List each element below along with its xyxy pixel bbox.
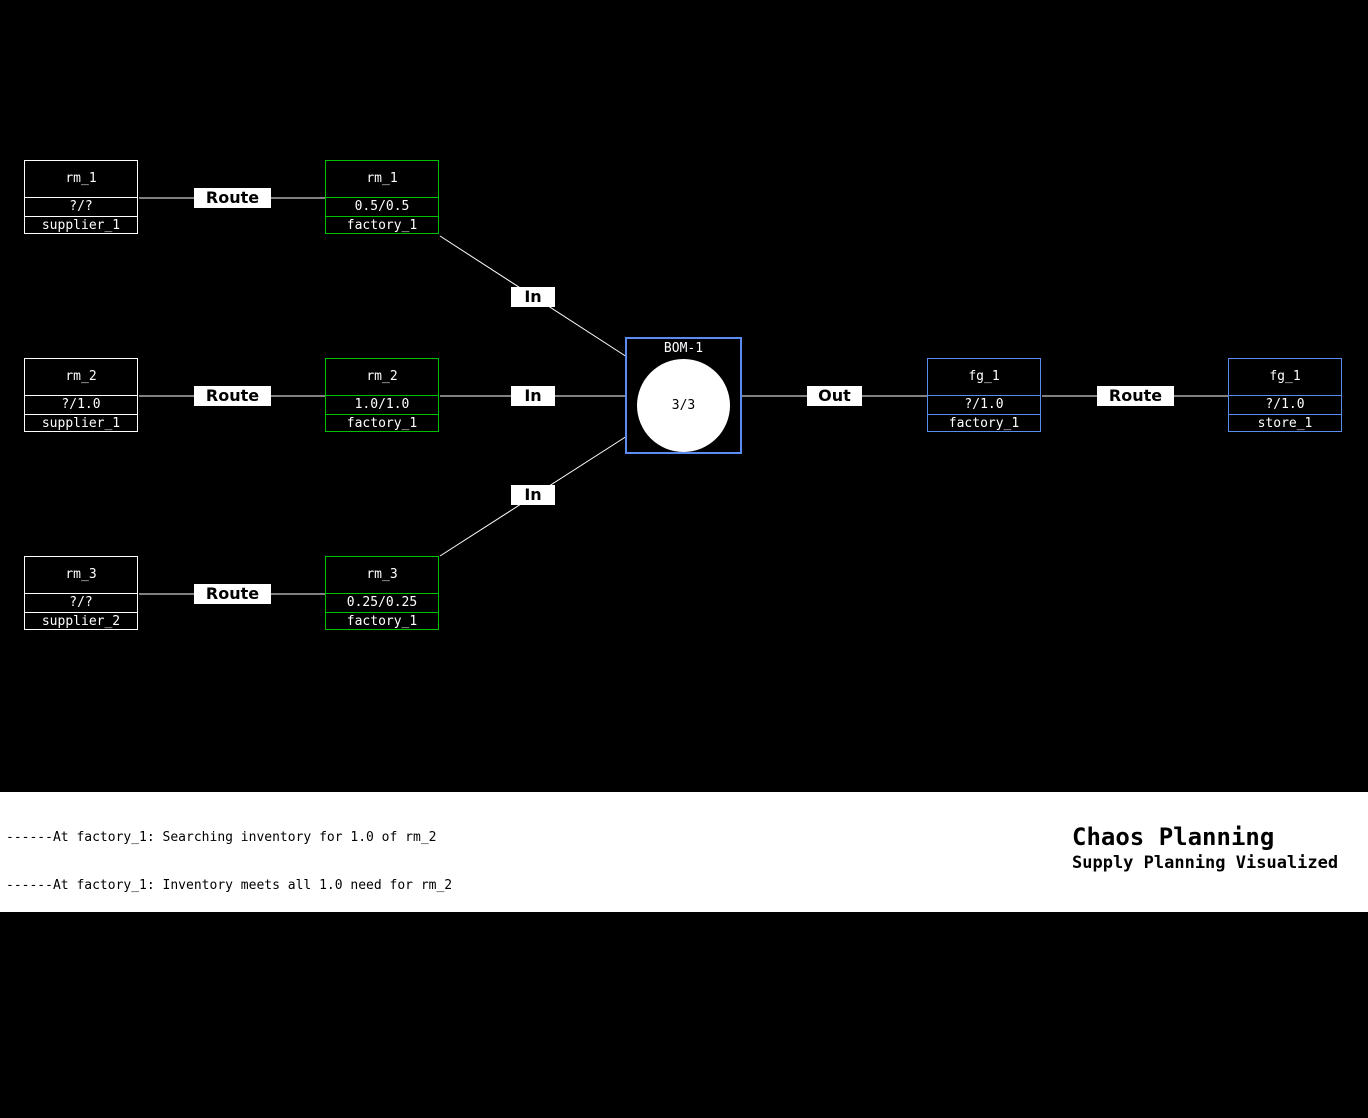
log-line: ------At factory_1: Inventory meets all … [6, 878, 453, 893]
bom-progress-circle: 3/3 [637, 359, 730, 452]
node-rm1-factory[interactable]: rm_1 0.5/0.5 factory_1 [325, 160, 439, 234]
log-line: ------At factory_1: Searching inventory … [6, 1022, 445, 1037]
node-name: fg_1 [1269, 369, 1301, 384]
diagram-canvas: rm_1 ?/? supplier_1 rm_1 0.5/0.5 factory… [24, 160, 1342, 630]
app-subtitle: Supply Planning Visualized [1072, 853, 1339, 873]
node-quantity: ?/1.0 [1229, 395, 1341, 414]
node-name: rm_1 [366, 171, 398, 186]
node-rm2-factory[interactable]: rm_2 1.0/1.0 factory_1 [325, 358, 439, 432]
node-quantity: ?/? [25, 593, 137, 612]
bom-node[interactable]: BOM-1 3/3 [625, 337, 742, 454]
node-name: fg_1 [968, 369, 1000, 384]
edge-label-in: In [511, 485, 555, 505]
node-name: rm_2 [366, 369, 398, 384]
node-quantity: ?/? [25, 197, 137, 216]
node-fg1-factory[interactable]: fg_1 ?/1.0 factory_1 [927, 358, 1041, 432]
app-title: Chaos Planning [1072, 823, 1275, 851]
node-quantity: ?/1.0 [25, 395, 137, 414]
node-quantity: 0.5/0.5 [326, 197, 438, 216]
log-line: ------At factory_1: Inventory meets all … [6, 1070, 460, 1085]
node-rm2-supplier[interactable]: rm_2 ?/1.0 supplier_1 [24, 358, 138, 432]
node-location: store_1 [1229, 414, 1341, 433]
node-name: rm_2 [65, 369, 97, 384]
node-name: rm_3 [65, 567, 97, 582]
node-location: factory_1 [326, 414, 438, 433]
log-line: ----At BOM 1 input 3/3: Searching for 0.… [6, 974, 398, 989]
node-quantity: 1.0/1.0 [326, 395, 438, 414]
node-rm3-supplier[interactable]: rm_3 ?/? supplier_2 [24, 556, 138, 630]
node-location: factory_1 [326, 612, 438, 631]
node-location: supplier_2 [25, 612, 137, 631]
footer-panel: ------At factory_1: Searching inventory … [0, 792, 1368, 1085]
node-quantity: ?/1.0 [928, 395, 1040, 414]
node-location: supplier_1 [25, 414, 137, 433]
node-location: supplier_1 [25, 216, 137, 235]
node-name: rm_3 [366, 567, 398, 582]
edge-label-route: Route [194, 584, 271, 604]
edge-label-route: Route [194, 386, 271, 406]
edge-label-out: Out [807, 386, 862, 406]
bom-title: BOM-1 [663, 341, 704, 356]
node-location: factory_1 [326, 216, 438, 235]
edge-label-route: Route [1097, 386, 1174, 406]
edge-label-in: In [511, 287, 555, 307]
brand-block: Chaos Planning Supply Planning Visualize… [1072, 822, 1338, 874]
node-rm3-factory[interactable]: rm_3 0.25/0.25 factory_1 [325, 556, 439, 630]
node-rm1-supplier[interactable]: rm_1 ?/? supplier_1 [24, 160, 138, 234]
edge-label-in: In [511, 386, 555, 406]
node-fg1-store[interactable]: fg_1 ?/1.0 store_1 [1228, 358, 1342, 432]
edge-label-route: Route [194, 188, 271, 208]
node-name: rm_1 [65, 171, 97, 186]
log-line: ----At BOM 1 input 2/3: Found all supply… [6, 926, 390, 941]
log-line: ------At factory_1: Searching inventory … [6, 830, 437, 845]
node-quantity: 0.25/0.25 [326, 593, 438, 612]
log-output: ------At factory_1: Searching inventory … [6, 798, 460, 1118]
node-location: factory_1 [928, 414, 1040, 433]
